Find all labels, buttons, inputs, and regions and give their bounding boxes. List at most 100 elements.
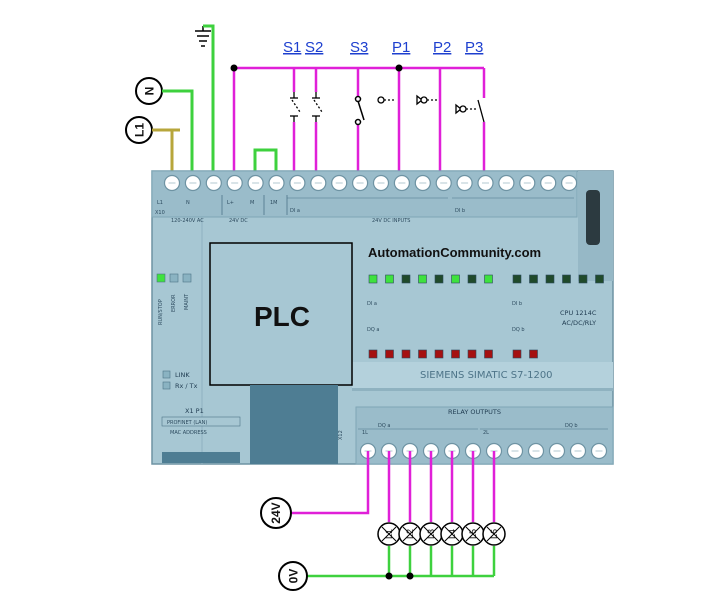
output-led [368, 349, 378, 359]
label-s3: S3 [350, 39, 368, 56]
label-p1: P1 [392, 39, 410, 56]
zero-node-1 [385, 572, 393, 580]
dc-out-label: 24V DC [229, 218, 248, 224]
terminal-screw [372, 174, 390, 192]
profinet-port: X1 P1 PROFINET (LAN) MAC ADDRESS [161, 407, 241, 463]
input-led [385, 274, 394, 284]
switch-icon [354, 95, 365, 126]
lamp-label: L2 [405, 529, 415, 539]
input-led [418, 274, 427, 284]
switch-icon [312, 92, 323, 122]
output-led [385, 349, 394, 359]
lamp-label: L1 [384, 529, 394, 539]
label-dqa-bottom: DQ a [378, 423, 390, 429]
plc-label: PLC [254, 301, 310, 332]
pushbutton-icon [455, 99, 485, 123]
lamp-icon: L1 [377, 522, 401, 546]
terminal-screw [477, 174, 494, 192]
profinet-label: PROFINET (LAN) [167, 420, 207, 426]
input-led [434, 274, 444, 284]
label-n-term: N [186, 200, 190, 206]
switch-icon [290, 92, 301, 122]
model-text: SIEMENS SIMATIC S7-1200 [420, 370, 553, 381]
outputs-label: RELAY OUTPUTS [448, 408, 501, 416]
label-s2: S2 [305, 39, 323, 56]
label-1l: 1L [362, 430, 368, 436]
cpu-module: PLC [209, 242, 353, 464]
terminal-screw [414, 174, 431, 192]
lamp-label: L4 [447, 529, 457, 539]
label-dia: DI a [290, 208, 300, 214]
label-l1-term: L1 [157, 200, 163, 206]
ground-icon [195, 26, 211, 47]
led-label-dqa: DQ a [367, 327, 379, 333]
bridge-wire [253, 148, 278, 183]
input-bus [232, 66, 486, 183]
output-led [434, 349, 444, 359]
port-label: X1 P1 [185, 407, 204, 415]
output-wiring [292, 451, 496, 578]
terminal-screw [569, 442, 587, 460]
label-1m: 1M [270, 200, 278, 206]
lamp-icon: L6 [482, 522, 506, 546]
rxtx-label: Rx / Tx [175, 382, 198, 390]
terminal-screw [498, 174, 515, 192]
top-terminal-row [163, 174, 578, 192]
dc-positive-label: 24V [269, 502, 283, 523]
terminal-screw [456, 174, 473, 192]
ground-wire [203, 24, 215, 183]
label-dib: DI b [455, 208, 465, 214]
led-label-dia: DI a [367, 301, 377, 307]
input-led [595, 274, 604, 284]
terminal-screw [560, 174, 578, 192]
neutral-label: N [143, 87, 157, 96]
link-label: LINK [175, 371, 190, 379]
lamp-label: L5 [468, 529, 478, 539]
input-led [368, 274, 378, 284]
output-led [529, 349, 538, 359]
terminal-screw [205, 174, 222, 192]
bus-node-p1 [395, 64, 403, 72]
terminal-screw [393, 174, 410, 192]
cpu-sub: AC/DC/RLY [562, 319, 596, 327]
neutral-wire [162, 89, 194, 183]
brand-text: AutomationCommunity.com [368, 245, 541, 260]
status-error: ERROR [171, 294, 177, 312]
output-led [512, 349, 522, 359]
pushbutton-icon [377, 96, 396, 104]
input-led-row [368, 274, 604, 284]
label-s1: S1 [283, 39, 301, 56]
line-label: L1 [133, 123, 147, 137]
label-p2: P2 [433, 39, 451, 56]
terminal-screw [435, 174, 452, 192]
terminal-screw [163, 174, 181, 192]
label-p3: P3 [465, 39, 483, 56]
status-run-stop: RUN/STOP [158, 299, 164, 325]
zero-node-2 [406, 572, 414, 580]
dc-zero-label: 0V [287, 569, 301, 584]
terminal-screw [184, 174, 201, 192]
terminal-screw [590, 442, 608, 460]
lamp-icon: L2 [398, 522, 422, 546]
label-lplus: L+ [227, 200, 234, 206]
terminal-screw [506, 442, 524, 460]
terminal-screw [519, 174, 536, 192]
input-led [401, 274, 411, 284]
input-led [512, 274, 522, 284]
neutral-supply: N [135, 77, 163, 105]
terminal-screw [540, 174, 557, 192]
terminal-screw [527, 442, 545, 460]
label-m: M [250, 200, 254, 206]
status-maint: MAINT [184, 293, 190, 310]
label-x10: X10 [155, 210, 165, 216]
output-led [467, 349, 477, 359]
label-dqb-bottom: DQ b [565, 423, 578, 429]
output-led [451, 349, 460, 359]
line-wire [152, 128, 180, 183]
terminal-screw [289, 174, 306, 192]
terminal-screw [310, 174, 327, 192]
output-led [401, 349, 411, 359]
input-led [451, 274, 460, 284]
